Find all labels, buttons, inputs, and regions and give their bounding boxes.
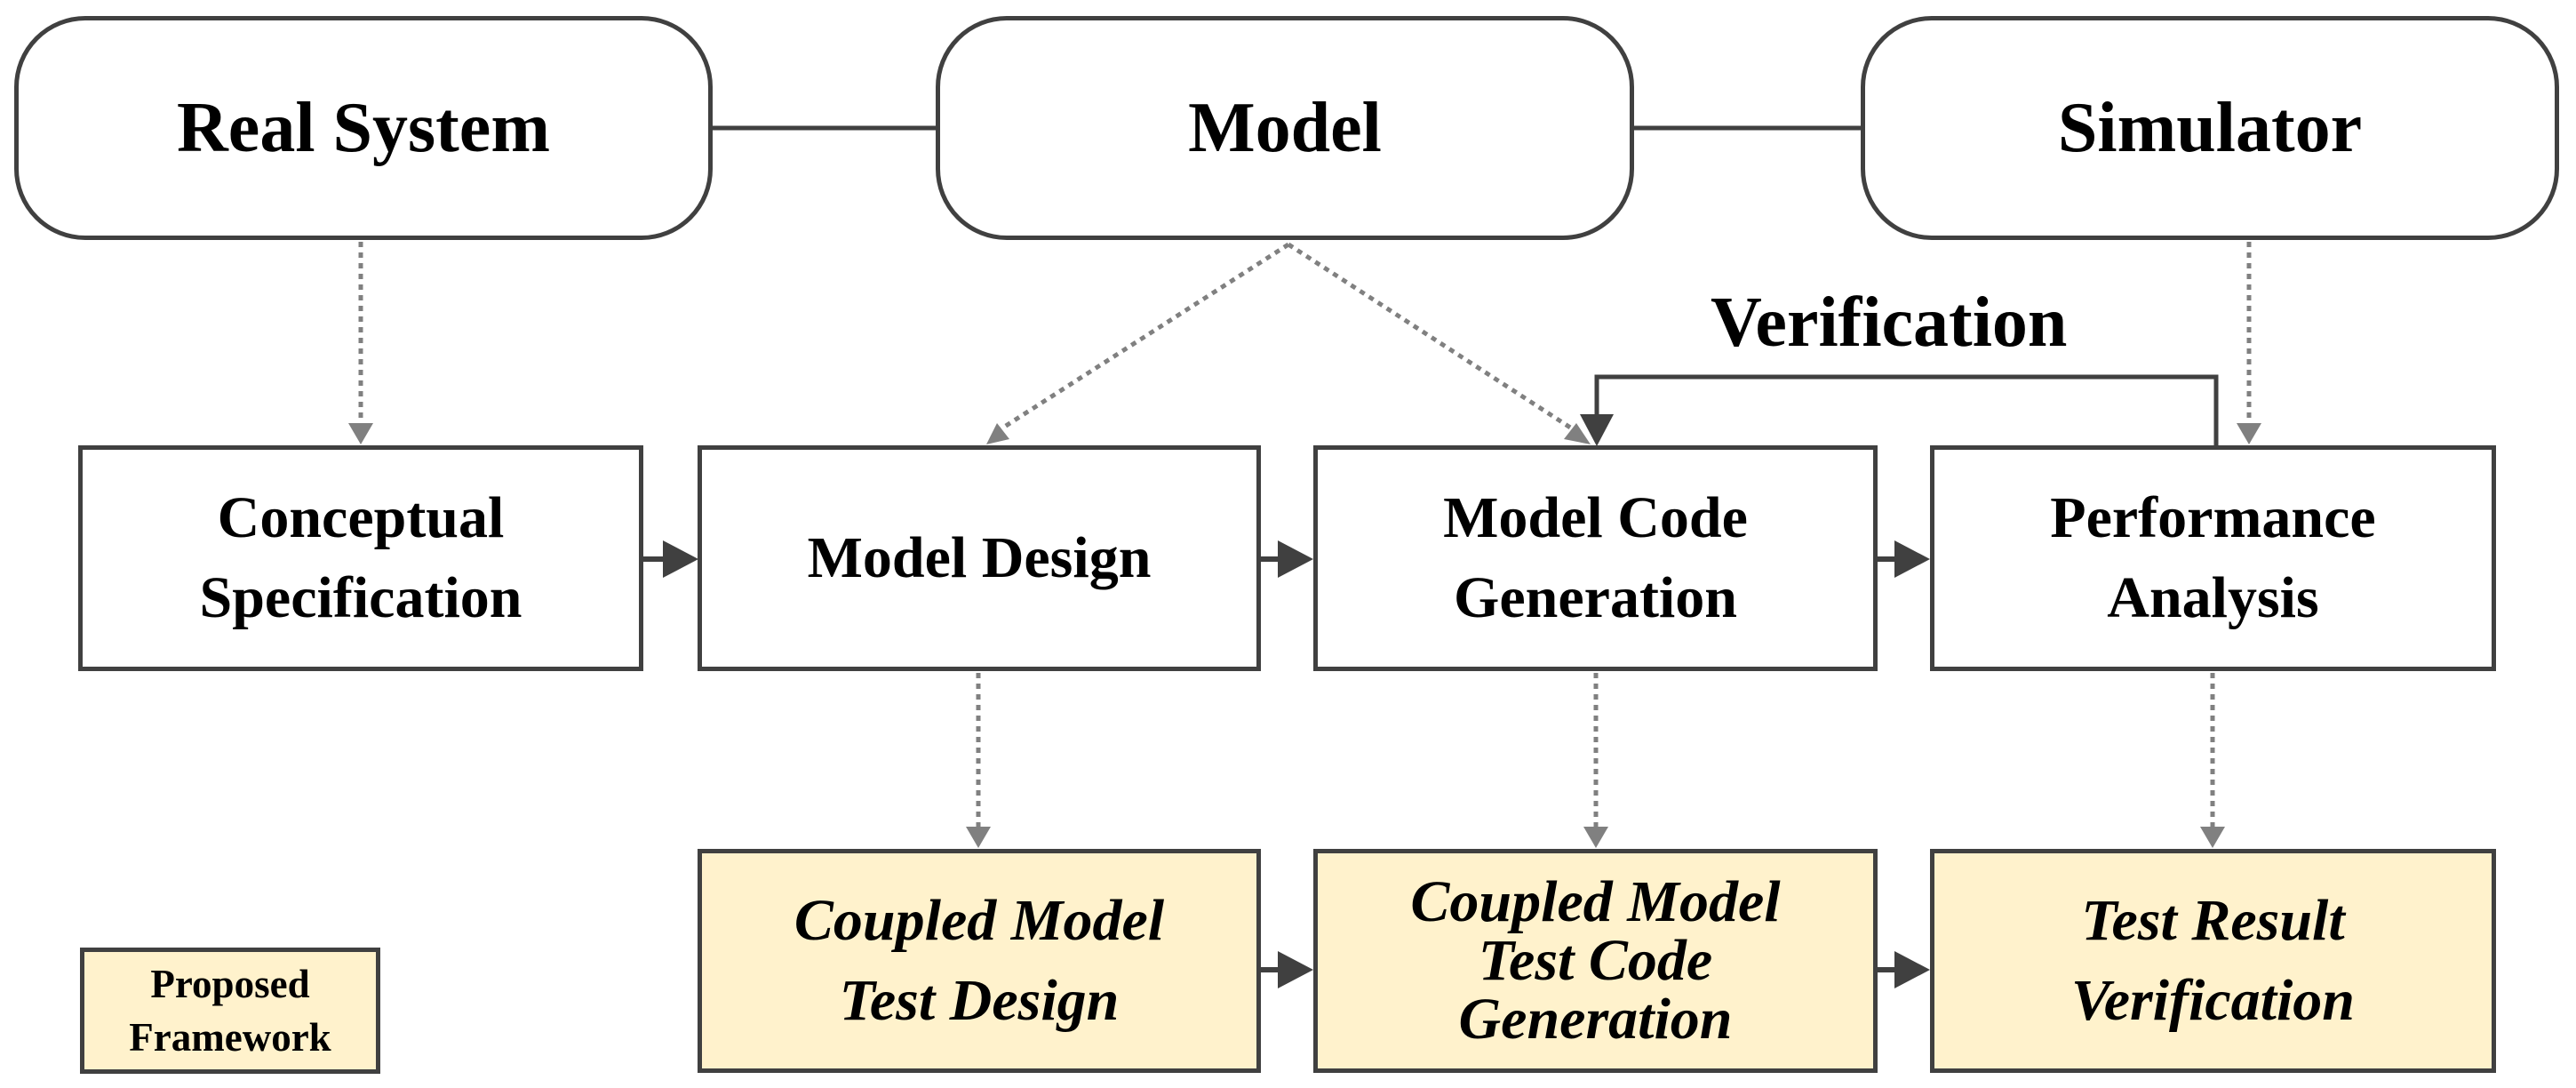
legend-proposed-framework: Proposed Framework [80,948,380,1074]
dotted-arrow-model-to-design [986,242,1290,444]
real-system-node: Real System [14,16,713,240]
model-code-generation-node: Model Code Generation [1313,445,1878,671]
dotted-arrow-simulator-to-performance [2237,242,2261,444]
conceptual-specification-node: Conceptual Specification [78,445,643,671]
test-design-line1: Coupled Model [794,888,1165,953]
test-design-line2: Test Design [839,968,1120,1033]
model-node: Model [936,16,1634,240]
legend-line2: Framework [129,1015,331,1060]
test-code-line2: Test Code [1478,928,1713,993]
legend-line1: Proposed [150,962,310,1006]
verification-line1: Test Result [2081,888,2345,953]
arrow-design-to-codegen [1260,540,1313,578]
verification-loop-label: Verification [1711,284,2068,362]
arrow-conceptual-to-design [642,540,698,578]
verification-loop-arrow [1580,374,2219,446]
simulator-label: Simulator [2057,88,2363,167]
test-code-line3: Generation [1458,987,1733,1052]
model-design-node: Model Design [698,445,1261,671]
coupled-model-test-code-generation-node: Coupled Model Test Code Generation [1313,849,1878,1073]
performance-line2: Analysis [2107,565,2319,630]
code-gen-line2: Generation [1454,565,1737,630]
performance-line1: Performance [2050,485,2376,550]
conceptual-line2: Specification [199,565,522,630]
arrow-codegen-to-performance [1877,540,1930,578]
dotted-arrow-model-to-codegen [1287,242,1591,444]
dotted-arrow-design-to-test-design [966,673,991,848]
code-gen-line1: Model Code [1443,485,1748,550]
arrow-test-design-to-test-code [1260,951,1313,988]
dotted-arrow-codegen-to-test-code [1583,673,1608,848]
verification-line2: Verification [2070,968,2355,1033]
coupled-model-test-design-node: Coupled Model Test Design [698,849,1261,1073]
test-code-line1: Coupled Model [1410,869,1781,934]
real-system-label: Real System [177,88,550,167]
conceptual-line1: Conceptual [217,485,505,550]
dotted-arrow-real-to-conceptual [348,242,373,444]
arrow-test-code-to-verification [1877,951,1930,988]
model-label: Model [1188,88,1382,167]
test-result-verification-node: Test Result Verification [1930,849,2496,1073]
simulator-node: Simulator [1861,16,2559,240]
dotted-arrow-performance-to-verification [2200,673,2225,848]
performance-analysis-node: Performance Analysis [1930,445,2496,671]
model-design-label: Model Design [807,525,1152,590]
